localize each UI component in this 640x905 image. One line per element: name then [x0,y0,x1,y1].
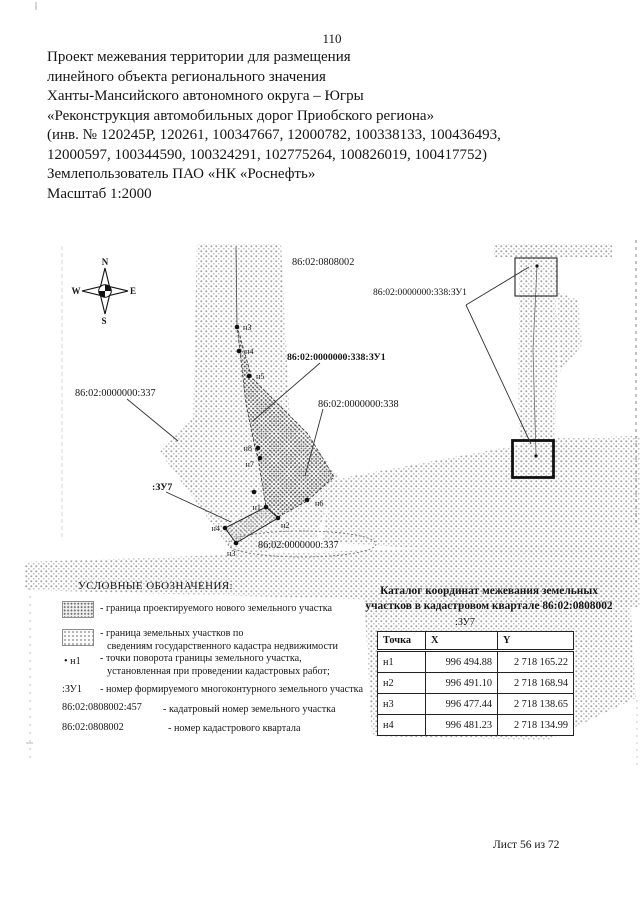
cadastral-number-symbol: 86:02:0808002:457 [62,702,142,713]
legend-item-text: - кадатровый номер земельного участка [163,704,336,715]
point-label: н6 [315,499,323,508]
header-line: (инв. № 120245Р, 120261, 100347667, 1200… [47,127,501,143]
zu7-label: :ЗУ7 [152,482,172,493]
compass-w: W [72,286,81,296]
point-label: н7 [246,460,254,469]
header-line: Ханты-Мансийского автономного округа – Ю… [47,88,364,104]
cell-x: 996 481.23 [425,714,498,736]
coordinate-table: Точка X Y н1 996 494.88 2 718 165.22 н2 … [377,631,574,736]
legend-item-text: - номер кадастрового квартала [168,723,301,734]
table-row: н2 996 491.10 2 718 168.94 [377,672,574,694]
col-header-y: Y [497,631,574,652]
compass-e: E [130,286,136,296]
cell-y: 2 718 134.99 [497,714,574,736]
point-label: н4 [245,347,253,356]
catalog-title-line: участков в кадастровом квартале 86:02:08… [365,600,613,612]
compass-n: N [102,257,109,267]
legend-item-text: сведениям государственного кадастра недв… [107,641,338,652]
legend-item-text: - граница земельных участков по [100,628,244,639]
hatch-light-swatch-icon [62,629,94,646]
parcel-337-bottom-label: 86:02:0000000:337 [258,540,339,551]
cell-y: 2 718 168.94 [497,672,574,694]
point-label: н4 [212,524,220,533]
quarter-ellipse [227,530,377,558]
header-line: 12000597, 100344590, 100324291, 10277526… [47,146,487,163]
header-line: линейного объекта регионального значения [47,68,326,85]
cell-point: н4 [377,714,426,736]
parcel-zu1-polygon [235,246,335,518]
col-header-x: X [425,631,498,652]
cell-x: 996 477.44 [425,693,498,715]
overview-inset [494,244,612,479]
table-row: н4 996 481.23 2 718 134.99 [377,714,574,736]
cell-y: 2 718 165.22 [497,650,574,673]
point-label: н2 [281,521,289,530]
header-line: «Реконструкция автомобильных дорог Приоб… [47,107,435,124]
cell-x: 996 494.88 [425,650,498,673]
leader-lines [126,266,532,523]
inset-frame-bottom [511,439,555,479]
point-label: н1 [253,503,261,512]
table-row: н1 996 494.88 2 718 165.22 [377,650,574,673]
catalog-title: Каталог координат межевания земельных уч… [358,584,620,614]
cell-point: н2 [377,672,426,694]
legend-item-text: - номер формируемого многоконтурного зем… [100,684,363,695]
map-labels: 86:02:0808002 86:02:0000000:338:ЗУ1 86:0… [75,257,467,551]
point-label: н3 [227,549,235,558]
legend-title: УСЛОВНЫЕ ОБОЗНАЧЕНИЯ: [78,580,234,592]
header-line: Землепользователь ПАО «НК «Роснефть» [47,166,316,182]
header-line: Масштаб 1:2000 [47,185,152,202]
hatch-dark-swatch-icon [62,601,94,618]
table-row: н3 996 477.44 2 718 138.65 [377,693,574,715]
zu1-inset-label: 86:02:0000000:338:ЗУ1 [373,287,467,298]
header-line: Проект межевания территории для размещен… [47,49,351,65]
survey-points: н3 н4 н5 н8 н7 н1 н2 н6 н4 н3 [212,323,324,558]
scan-artifacts [26,2,638,765]
zu-number-symbol: :ЗУ1 [62,684,82,695]
point-label: н5 [256,372,264,381]
compass-rose-icon: N S W E [72,257,137,326]
col-header-point: Точка [377,631,426,652]
inset-frame-top [514,257,558,297]
catalog-title-line: Каталог координат межевания земельных [380,585,598,597]
quarter-number-symbol: 86:02:0808002 [62,722,124,733]
cell-point: н3 [377,693,426,715]
legend-item-text: - точки поворота границы земельного учас… [100,653,302,664]
turn-point-symbol: • н1 [64,656,81,667]
legend-item-text: установленная при проведении кадастровых… [107,666,330,677]
cell-y: 2 718 138.65 [497,693,574,715]
cell-point: н1 [377,650,426,673]
document-header: Проект межевания территории для размещен… [47,48,607,204]
parcel-338-label: 86:02:0000000:338 [318,399,399,410]
point-label: н8 [244,444,252,453]
point-label: н3 [243,323,251,332]
quarter-number-label: 86:02:0808002 [292,257,354,268]
parcel-337-label: 86:02:0000000:337 [75,388,156,399]
legend-item-text: - граница проектируемого нового земельно… [100,603,333,614]
sheet-footer: Лист 56 из 72 [493,839,560,851]
cell-x: 996 491.10 [425,672,498,694]
page-number: 110 [322,31,342,46]
table-header-row: Точка X Y [377,631,574,652]
compass-s: S [101,316,106,326]
zu1-main-label: 86:02:0000000:338:ЗУ1 [287,352,386,363]
catalog-subtitle: :ЗУ7 [455,617,475,628]
